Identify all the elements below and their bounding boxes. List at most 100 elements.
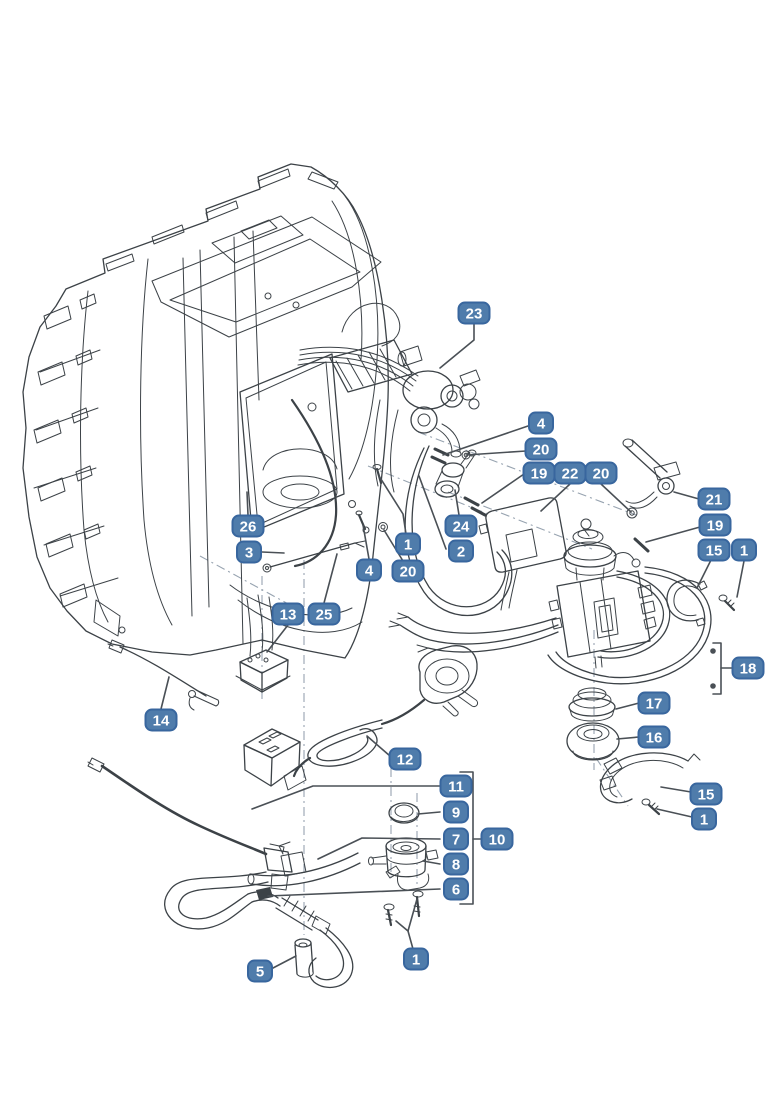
callout-badge-14: 14 bbox=[144, 708, 178, 732]
thermal-fuse-drawing bbox=[107, 639, 220, 711]
callout-badge-2: 2 bbox=[448, 539, 474, 563]
leader-line-1 bbox=[656, 808, 693, 818]
callout-number: 17 bbox=[646, 695, 663, 712]
leader-line-extra-0 bbox=[407, 898, 418, 932]
leader-line-14 bbox=[160, 676, 170, 710]
leader-line-11 bbox=[251, 785, 441, 810]
callout-badge-1: 1 bbox=[395, 532, 421, 556]
callout-number: 6 bbox=[452, 881, 460, 898]
callout-badge-1: 1 bbox=[731, 538, 757, 562]
leader-line-12 bbox=[366, 735, 391, 757]
leader-line-20 bbox=[383, 529, 404, 562]
callout-badge-shape bbox=[231, 514, 265, 538]
callout-badge-19: 19 bbox=[698, 513, 732, 537]
callout-badge-shape bbox=[144, 708, 178, 732]
callout-bracket-1 bbox=[712, 642, 722, 695]
callout-badge-shape bbox=[388, 747, 422, 771]
callout-number: 22 bbox=[562, 465, 579, 482]
power-cord-drawing bbox=[243, 645, 479, 791]
bracket-dot bbox=[710, 648, 716, 654]
callout-badge-12: 12 bbox=[388, 747, 422, 771]
leader-line-19 bbox=[645, 526, 701, 543]
callout-badge-shape bbox=[448, 539, 474, 563]
callout-badge-7: 7 bbox=[443, 827, 469, 851]
callout-badge-shape bbox=[524, 437, 558, 461]
callout-number: 20 bbox=[593, 465, 610, 482]
callout-badge-24: 24 bbox=[444, 514, 478, 538]
leader-line-5 bbox=[272, 955, 297, 969]
callout-number: 20 bbox=[400, 563, 417, 580]
construction-lines bbox=[199, 431, 637, 935]
leader-line-20 bbox=[600, 483, 632, 513]
callout-number: 21 bbox=[706, 491, 723, 508]
callout-badge-shape bbox=[247, 959, 273, 983]
callout-badge-19: 19 bbox=[522, 461, 556, 485]
callout-badge-shape bbox=[444, 514, 478, 538]
callout-number: 7 bbox=[452, 831, 460, 848]
callout-number: 8 bbox=[452, 856, 460, 873]
leader-line-1 bbox=[378, 475, 407, 535]
leader-line-4 bbox=[362, 524, 370, 560]
control-board-drawing bbox=[478, 497, 567, 611]
callout-badge-shape bbox=[731, 538, 757, 562]
fasteners-fittings-drawing bbox=[355, 447, 487, 532]
callout-number: 1 bbox=[740, 542, 748, 559]
callout-badge-shape bbox=[697, 538, 731, 562]
connector-13-drawing bbox=[235, 540, 366, 693]
callout-badge-25: 25 bbox=[307, 602, 341, 626]
callout-badge-shape bbox=[443, 827, 469, 851]
callout-badge-1: 1 bbox=[691, 807, 717, 831]
callout-badge-shape bbox=[443, 800, 469, 824]
callout-number: 25 bbox=[316, 606, 333, 623]
callout-badge-21: 21 bbox=[697, 487, 731, 511]
leader-line-2 bbox=[418, 475, 447, 550]
leader-line-24 bbox=[454, 489, 460, 516]
callout-badge-3: 3 bbox=[236, 540, 262, 564]
callout-number: 16 bbox=[646, 729, 663, 746]
callout-badge-15: 15 bbox=[689, 782, 723, 806]
callout-badge-shape bbox=[356, 558, 382, 582]
callout-badge-20: 20 bbox=[584, 461, 618, 485]
callout-badge-shape bbox=[307, 602, 341, 626]
callout-number: 1 bbox=[404, 536, 412, 553]
callout-badge-shape bbox=[480, 827, 514, 851]
callout-badge-shape bbox=[689, 782, 723, 806]
leader-line-20 bbox=[465, 450, 527, 456]
bracket-dot bbox=[710, 683, 716, 689]
callout-badge-5: 5 bbox=[247, 959, 273, 983]
leader-line-26 bbox=[246, 491, 249, 516]
callout-badge-shape bbox=[403, 947, 429, 971]
callout-badge-shape bbox=[637, 691, 671, 715]
flowmeter-drawing bbox=[368, 802, 439, 927]
callout-number: 15 bbox=[706, 542, 723, 559]
callout-number: 13 bbox=[280, 606, 297, 623]
callout-number: 11 bbox=[448, 778, 464, 795]
callout-number: 10 bbox=[489, 831, 506, 848]
callout-badge-shape bbox=[391, 559, 425, 583]
callout-badge-15: 15 bbox=[697, 538, 731, 562]
callout-number: 26 bbox=[240, 518, 257, 535]
rings-16-17-drawing bbox=[566, 687, 620, 761]
callout-number: 12 bbox=[397, 751, 414, 768]
callout-badge-17: 17 bbox=[637, 691, 671, 715]
callout-badge-23: 23 bbox=[457, 301, 491, 325]
callout-number: 5 bbox=[256, 963, 264, 980]
callout-badge-1: 1 bbox=[403, 947, 429, 971]
callout-badge-shape bbox=[443, 877, 469, 901]
callout-badge-shape bbox=[395, 532, 421, 556]
leader-line-1 bbox=[736, 560, 745, 598]
leader-line-13 bbox=[266, 624, 289, 653]
leader-line-25 bbox=[323, 553, 338, 604]
callout-number: 1 bbox=[700, 811, 708, 828]
callout-number: 9 bbox=[452, 804, 460, 821]
callout-badge-shape bbox=[637, 725, 671, 749]
callout-badge-9: 9 bbox=[443, 800, 469, 824]
leader-line-3 bbox=[261, 551, 285, 554]
callout-badge-4: 4 bbox=[356, 558, 382, 582]
callout-badge-shape bbox=[697, 487, 731, 511]
callout-number: 18 bbox=[740, 660, 757, 677]
callout-badge-shape bbox=[698, 513, 732, 537]
